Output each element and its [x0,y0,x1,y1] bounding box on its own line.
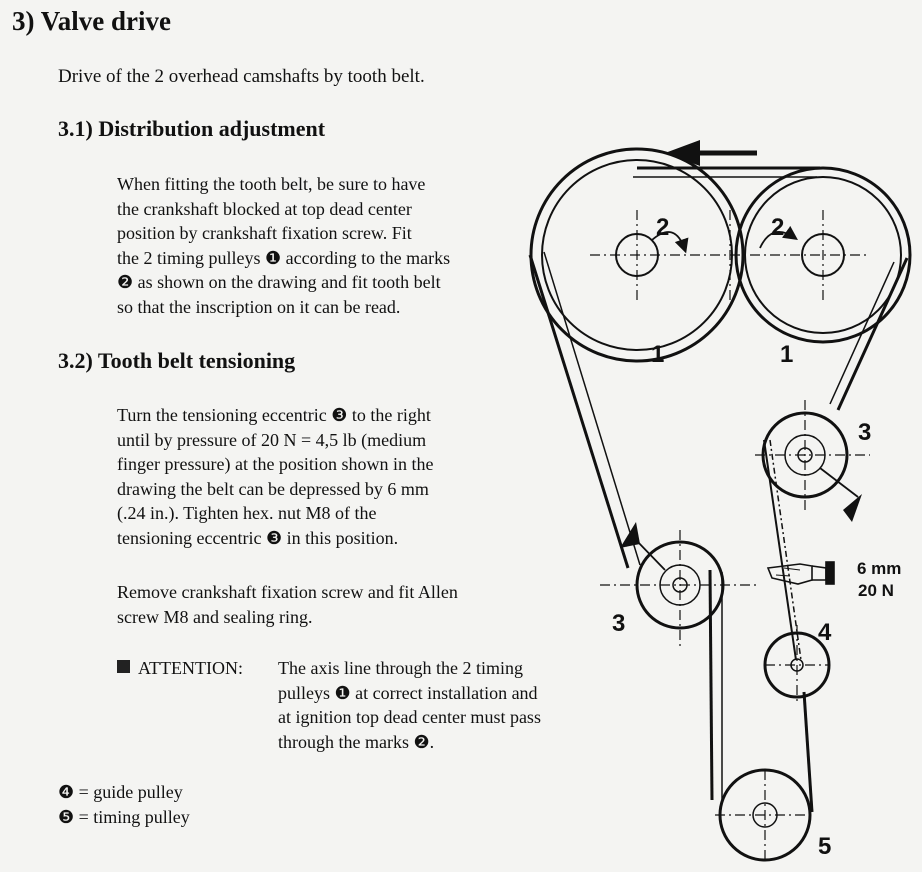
text-line: (.24 in.). Tighten hex. nut M8 of the [117,503,377,523]
label-tensioner-left: 3 [612,610,625,637]
text-line: Turn the tensioning eccentric ❸ to the r… [117,405,431,425]
tensioner-arrow-icon [843,494,862,522]
legend: ❹ = guide pulley ❺ = timing pulley [58,780,190,830]
tensioner-pulley-left [625,538,725,630]
text-line: the 2 timing pulleys ❶ according to the … [117,247,451,268]
text-line: at ignition top dead center must pass [278,707,541,727]
crankshaft-pulley [718,768,812,862]
intro-text: Drive of the 2 overhead camshafts by too… [58,66,425,87]
deflection-value: 6 mm [857,559,901,578]
axis-lines [590,210,870,860]
tensioning-paragraph: Turn the tensioning eccentric ❸ to the r… [117,403,433,550]
subsection-title-distribution: 3.1) Distribution adjustment [58,116,326,141]
text-line: screw M8 and sealing ring. [117,606,313,627]
label-crank-pulley: 5 [818,833,831,860]
guide-pulley [763,631,831,699]
tooth-belt [528,166,909,813]
label-mark-left: 2 [656,214,669,241]
label-camshaft-left: 1 [651,341,664,368]
text-line: so that the inscription on it can be rea… [117,296,401,317]
text-line: Remove crankshaft fixation screw and fit… [117,582,458,602]
label-mark-right: 2 [771,214,784,241]
legend-item-timing-pulley: ❺ = timing pulley [58,807,190,827]
label-camshaft-right: 1 [780,341,793,368]
text-line: tensioning eccentric ❸ in this position. [117,527,399,548]
square-bullet-icon [117,660,130,673]
remove-screw-paragraph: Remove crankshaft fixation screw and fit… [117,580,458,629]
belt-direction-arrow-icon [665,140,757,166]
text-line: until by pressure of 20 N = 4,5 lb (medi… [117,429,427,450]
text-line: finger pressure) at the position shown i… [117,454,434,474]
force-value: 20 N [858,581,894,600]
subsection-title-tensioning: 3.2) Tooth belt tensioning [58,348,296,373]
text-line: ❷ as shown on the drawing and fit tooth … [117,272,441,292]
text-line: The axis line through the 2 timing [278,658,523,678]
tensioner-arrow-icon [620,522,640,548]
text-line: the crankshaft blocked at top dead cente… [117,198,412,219]
section-title: 3) Valve drive [12,6,171,36]
text-line: drawing the belt can be depressed by 6 m… [117,478,429,499]
label-guide-pulley: 4 [818,619,832,646]
text-line: pulleys ❶ at correct installation and [278,682,538,703]
distribution-paragraph: When fitting the tooth belt, be sure to … [117,172,450,319]
attention-label: ATTENTION: [138,658,243,678]
legend-item-guide-pulley: ❹ = guide pulley [58,782,183,802]
tensioner-pulley-top [761,411,859,499]
text-line: through the marks ❷. [278,731,435,752]
timing-marks [651,225,798,254]
attention-lead: ATTENTION: [117,656,243,681]
finger-pressure-icon [766,561,835,585]
text-line: position by crankshaft fixation screw. F… [117,223,412,243]
label-tensioner-top: 3 [858,419,871,446]
text-line: When fitting the tooth belt, be sure to … [117,174,426,194]
